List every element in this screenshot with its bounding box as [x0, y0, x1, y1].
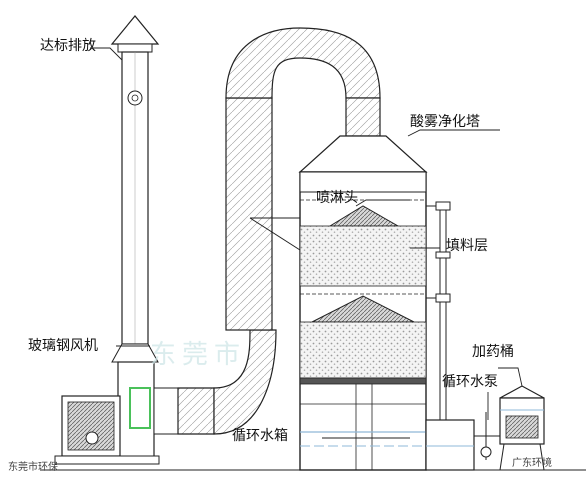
circulation-piping: [425, 201, 500, 471]
watermark-main: 东莞市: [150, 340, 247, 370]
fan-highlight: [129, 387, 151, 429]
label-spray-head: 喷淋头: [316, 190, 358, 206]
duct: [177, 27, 381, 435]
watermark-bottom-left: 东莞市环保: [8, 462, 58, 473]
leader-lines: [90, 47, 523, 439]
exhaust-stack: [110, 15, 160, 363]
label-circ-tank: 循环水箱: [232, 428, 288, 444]
tower-body: [298, 135, 428, 471]
label-tower: 酸雾净化塔: [410, 114, 480, 130]
label-fan: 玻璃钢风机: [28, 338, 98, 354]
watermark-bottom-right: 广东环境: [512, 458, 552, 469]
label-dosing-tank: 加药桶: [472, 344, 514, 360]
label-discharge: 达标排放: [40, 38, 96, 54]
label-packing-layer: 填料层: [446, 238, 488, 254]
label-circ-pump: 循环水泵: [442, 374, 498, 390]
fiberglass-fan: [54, 361, 179, 465]
dosing-tank: [499, 385, 545, 471]
